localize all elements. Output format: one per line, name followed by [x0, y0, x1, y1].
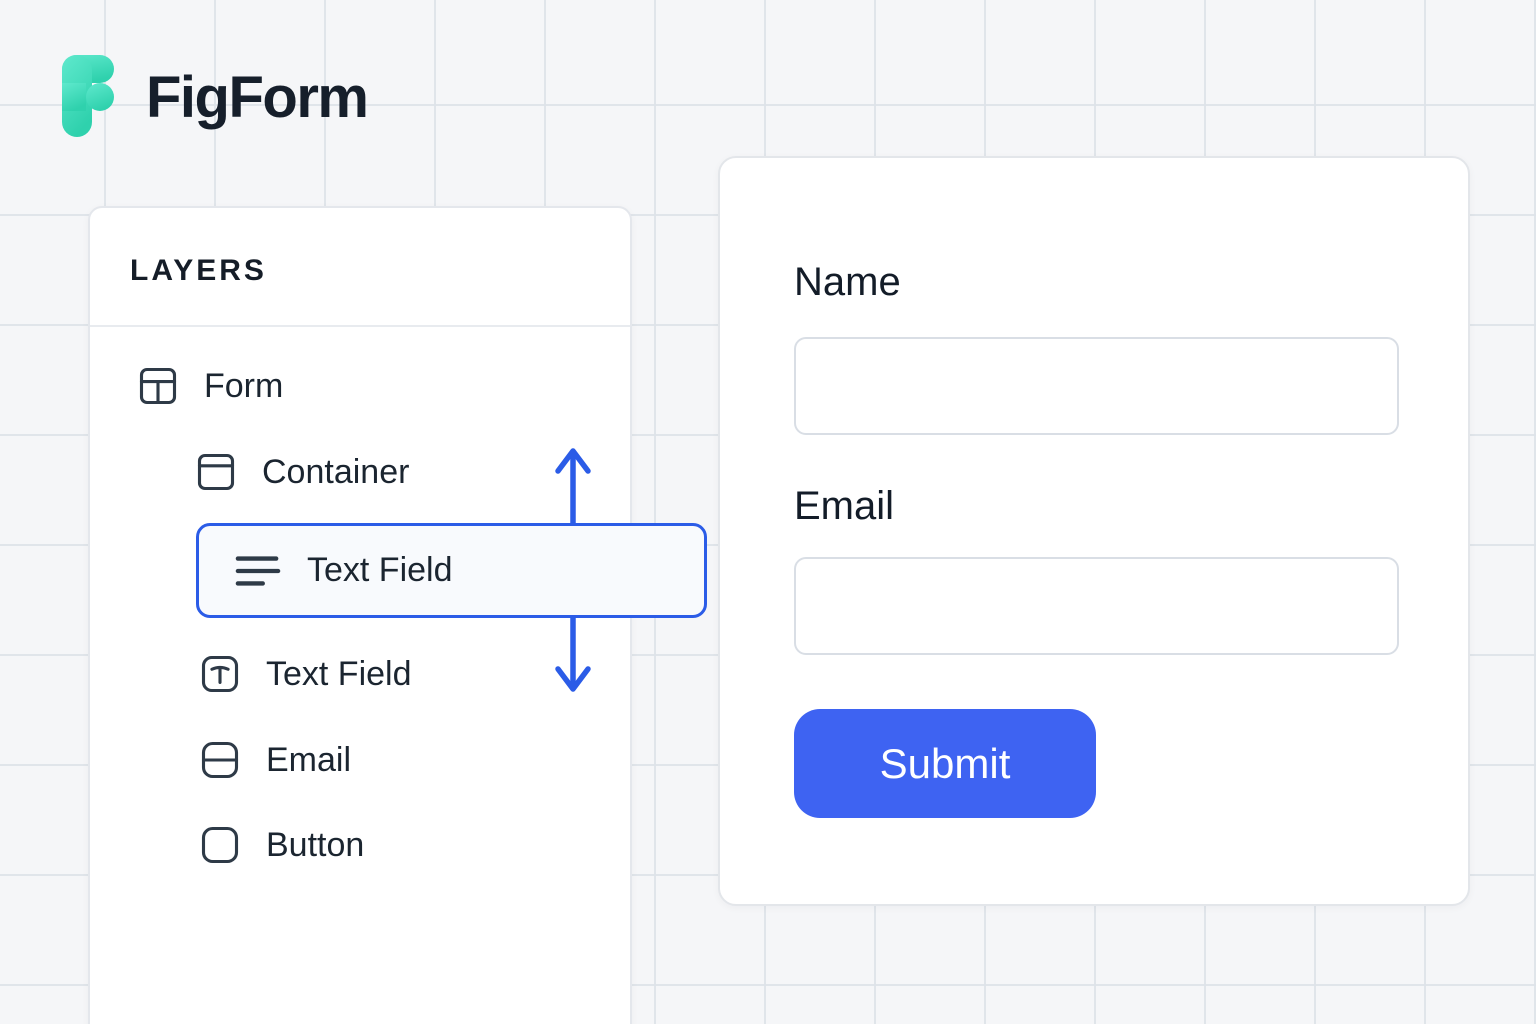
layer-item-container[interactable]: Container: [194, 449, 409, 495]
email-field-label: Email: [794, 484, 895, 528]
layer-item-label: Button: [266, 825, 365, 864]
layer-item-label: Form: [204, 366, 284, 405]
figform-logo-icon: [62, 55, 114, 137]
text-icon: [201, 655, 239, 693]
layer-item-form[interactable]: Form: [136, 363, 283, 409]
window-icon: [197, 453, 235, 491]
layer-item-text-field-selected[interactable]: Text Field: [196, 523, 707, 618]
layer-item-email[interactable]: Email: [198, 737, 351, 783]
brand-header: FigForm: [62, 55, 369, 139]
layers-panel-title: LAYERS: [130, 254, 267, 287]
form-preview-panel: Name Email Submit: [718, 156, 1470, 906]
layer-item-text-field-2[interactable]: Text Field: [198, 651, 412, 697]
layout-icon: [139, 367, 177, 405]
text-lines-icon: [235, 555, 281, 586]
submit-button[interactable]: Submit: [794, 709, 1096, 818]
layer-item-button[interactable]: Button: [198, 822, 364, 868]
rows-icon: [201, 741, 239, 779]
layer-item-label: Text Field: [307, 551, 453, 589]
email-input[interactable]: [794, 557, 1399, 655]
layers-divider: [90, 325, 630, 327]
name-input[interactable]: [794, 337, 1399, 435]
brand-name: FigForm: [146, 64, 369, 130]
layer-item-label: Email: [266, 740, 352, 779]
square-icon: [201, 826, 239, 864]
name-field-label: Name: [794, 260, 901, 304]
layer-item-label: Text Field: [266, 654, 412, 693]
layer-item-label: Container: [262, 452, 410, 491]
